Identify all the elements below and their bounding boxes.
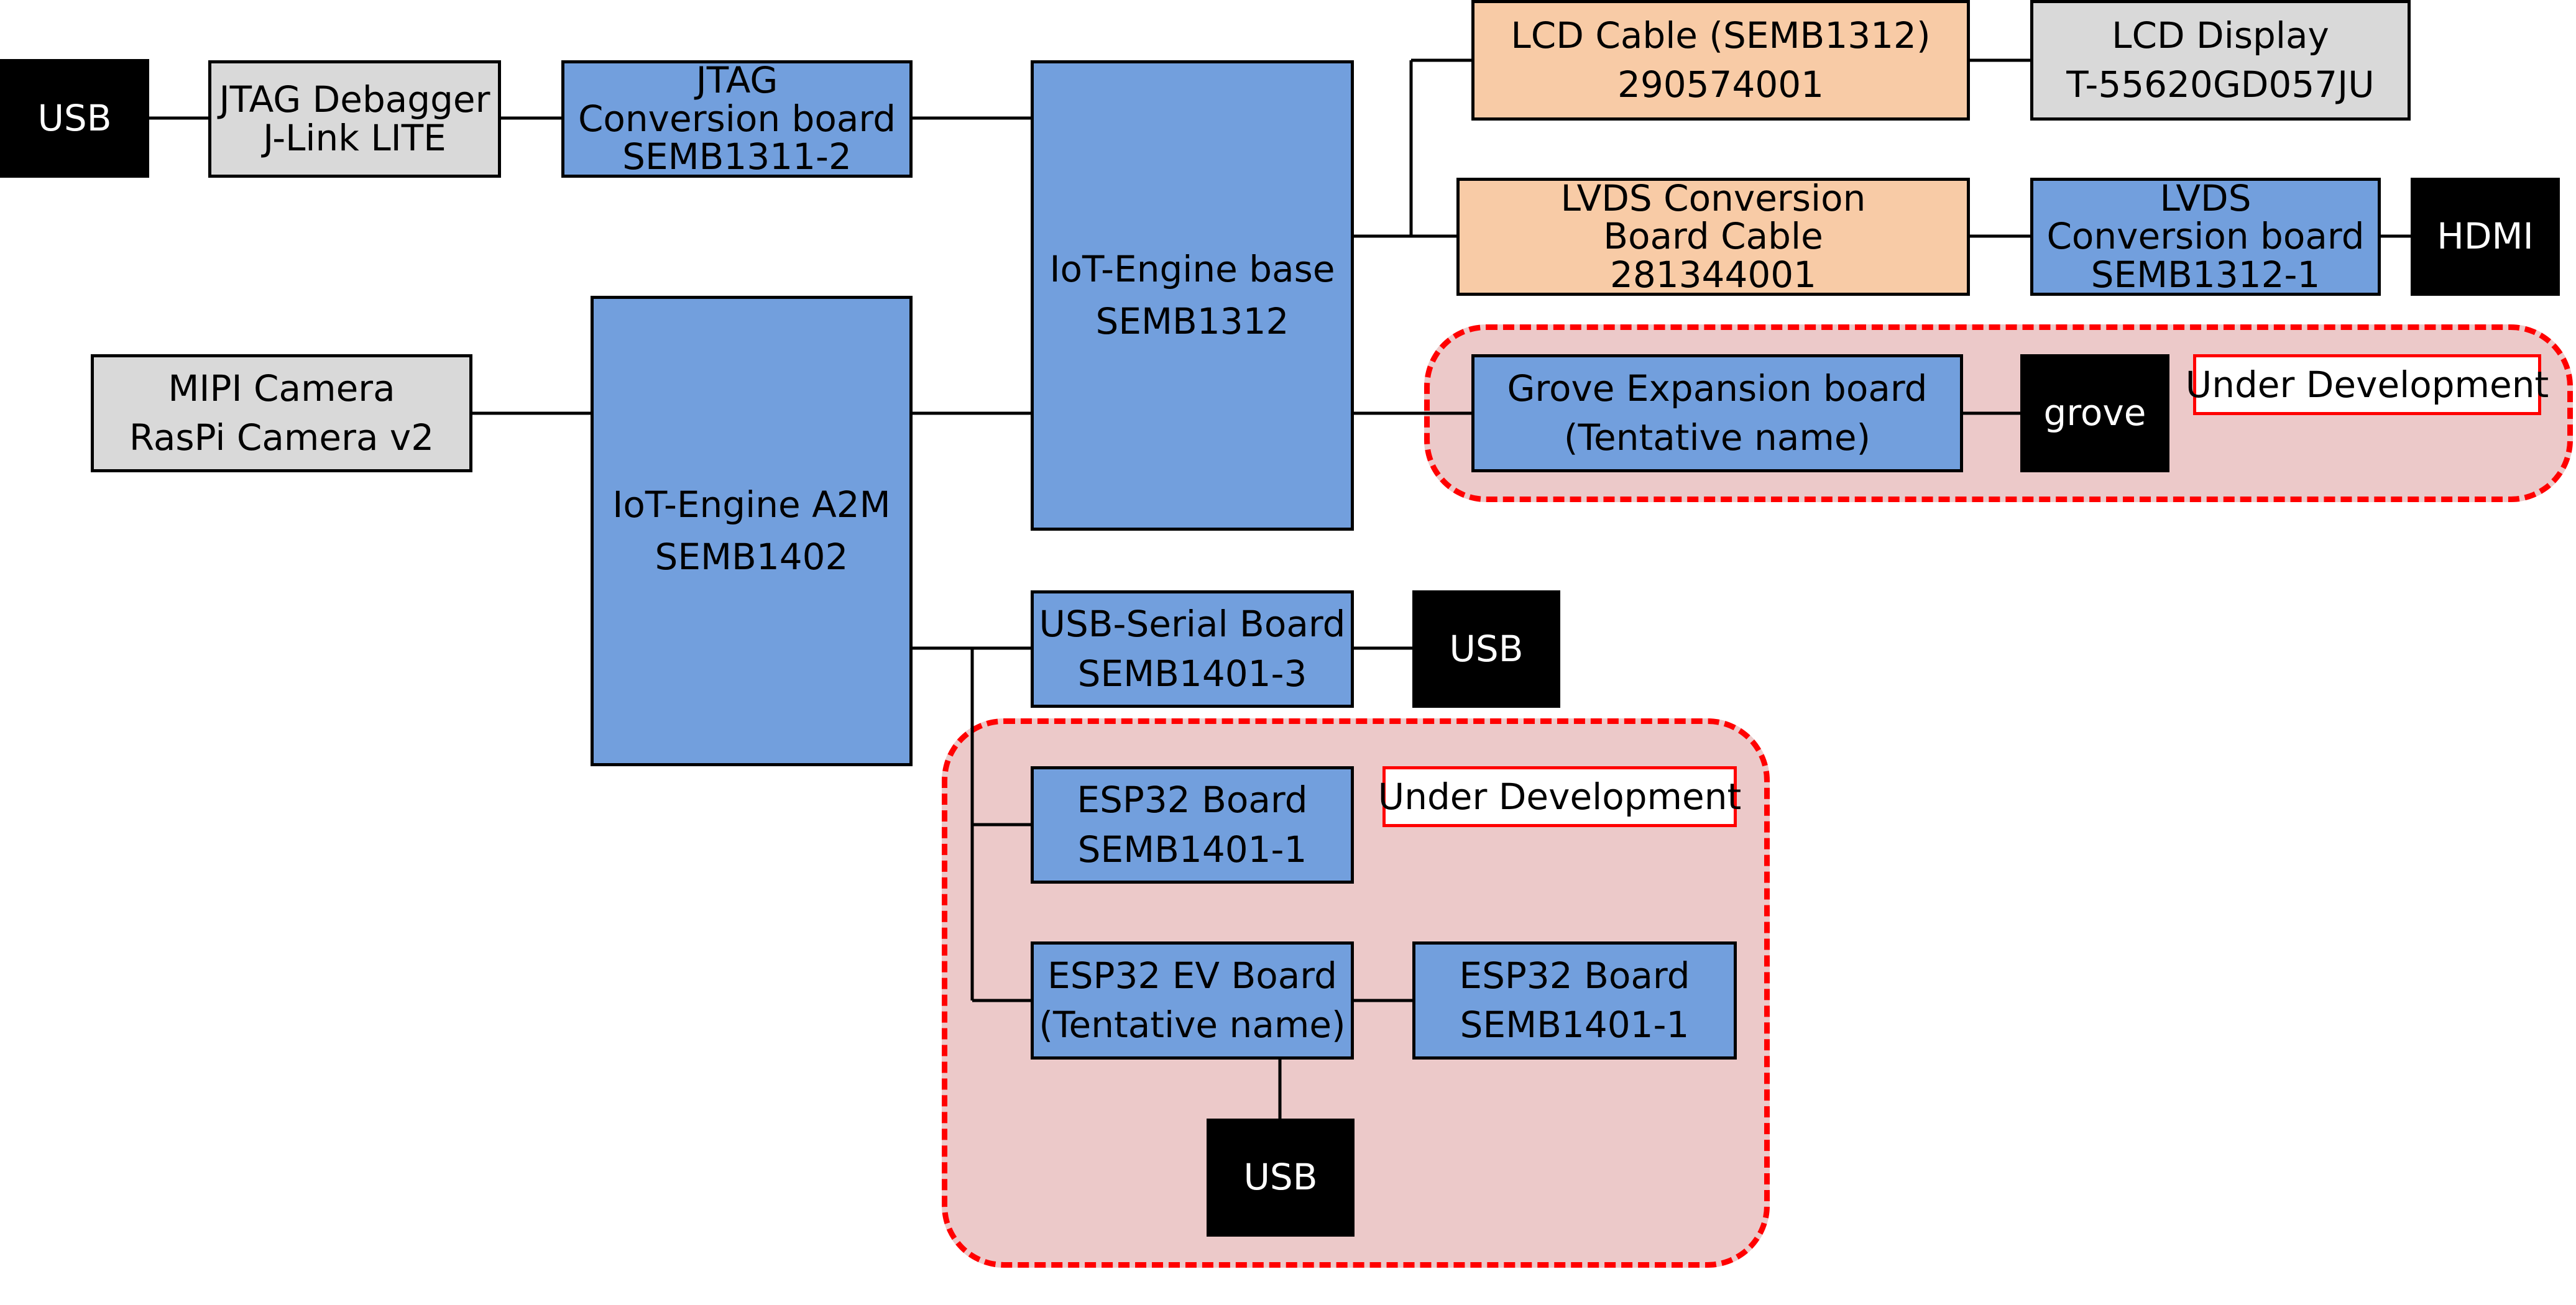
jtag-conversion-line-2: Conversion board (577, 97, 896, 140)
grove-label: grove (2043, 392, 2146, 434)
mipi-camera-line-1: MIPI Camera (168, 367, 395, 410)
esp32-usb-label: USB (1243, 1156, 1318, 1199)
esp32-board-2-line-2: SEMB1401-1 (1460, 1004, 1690, 1046)
jtag-conversion-board: JTAG Conversion board SEMB1311-2 (561, 60, 913, 178)
iot-engine-a2m-line-2: SEMB1402 (655, 535, 849, 578)
lcd-display-line-1: LCD Display (2112, 14, 2329, 57)
iot-engine-a2m: IoT-Engine A2M SEMB1402 (591, 296, 913, 766)
lvds-conversion-board: LVDS Conversion board SEMB1312-1 (2030, 178, 2381, 296)
jtag-debugger-line-2: J-Link LITE (263, 116, 446, 159)
esp32-board-2-line-1: ESP32 Board (1459, 954, 1690, 997)
jtag-conversion-line-3: SEMB1311-2 (622, 135, 852, 178)
lvds-cable-box: LVDS Conversion Board Cable 281344001 (1456, 178, 1970, 296)
iot-engine-base-line-1: IoT-Engine base (1049, 248, 1335, 291)
lvds-cable-line-2: Board Cable (1603, 215, 1823, 258)
usb-host-label: USB (37, 96, 112, 139)
esp32-ev-board: ESP32 EV Board (Tentative name) (1031, 941, 1354, 1060)
lvds-cable-line-1: LVDS Conversion (1560, 176, 1866, 219)
lvds-board-line-1: LVDS (2160, 176, 2252, 219)
esp32-ev-line-2: (Tentative name) (1039, 1004, 1346, 1046)
grove-port: grove (2020, 354, 2169, 472)
jtag-conversion-line-1: JTAG (696, 59, 778, 102)
esp32-usb-port: USB (1207, 1119, 1355, 1237)
usb-serial-port: USB (1412, 590, 1560, 708)
grove-expansion-board: Grove Expansion board (Tentative name) (1471, 354, 1963, 472)
esp32-board-line-2: SEMB1401-1 (1077, 828, 1307, 871)
usb-serial-line-1: USB-Serial Board (1039, 603, 1346, 646)
under-development-tag-grove: Under Development (2186, 354, 2549, 415)
hdmi-port: HDMI (2411, 178, 2560, 296)
usb-serial-board: USB-Serial Board SEMB1401-3 (1031, 590, 1354, 708)
hdmi-label: HDMI (2437, 215, 2534, 258)
lvds-board-line-3: SEMB1312-1 (2091, 253, 2321, 296)
iot-engine-base-line-2: SEMB1312 (1095, 300, 1289, 342)
under-development-tag-esp32: Under Development (1378, 766, 1741, 827)
lvds-cable-line-3: 281344001 (1609, 253, 1817, 296)
mipi-camera-box: MIPI Camera RasPi Camera v2 (91, 354, 472, 472)
lcd-cable-box: LCD Cable (SEMB1312) 290574001 (1471, 0, 1970, 121)
esp32-board: ESP32 Board SEMB1401-1 (1031, 766, 1354, 884)
esp32-ev-line-1: ESP32 EV Board (1047, 954, 1337, 997)
lcd-display-line-2: T-55620GD057JU (2066, 63, 2375, 106)
esp32-board-line-1: ESP32 Board (1077, 779, 1308, 822)
lcd-cable-line-1: LCD Cable (SEMB1312) (1511, 14, 1931, 57)
lcd-cable-line-2: 290574001 (1617, 63, 1824, 106)
mipi-camera-line-2: RasPi Camera v2 (129, 416, 435, 459)
iot-engine-base: IoT-Engine base SEMB1312 (1031, 60, 1354, 531)
jtag-debugger-line-1: JTAG Debagger (219, 78, 490, 121)
usb-serial-port-label: USB (1449, 627, 1524, 670)
usb-host-port: USB (0, 59, 149, 178)
lvds-board-line-2: Conversion board (2046, 215, 2365, 258)
usb-serial-line-2: SEMB1401-3 (1077, 652, 1307, 695)
esp32-board-secondary: ESP32 Board SEMB1401-1 (1412, 941, 1737, 1060)
grove-board-line-1: Grove Expansion board (1507, 367, 1928, 410)
grove-board-line-2: (Tentative name) (1563, 416, 1871, 459)
iot-engine-a2m-line-1: IoT-Engine A2M (612, 483, 891, 526)
jtag-debugger-box: JTAG Debagger J-Link LITE (208, 60, 501, 178)
lcd-display-box: LCD Display T-55620GD057JU (2030, 0, 2411, 121)
